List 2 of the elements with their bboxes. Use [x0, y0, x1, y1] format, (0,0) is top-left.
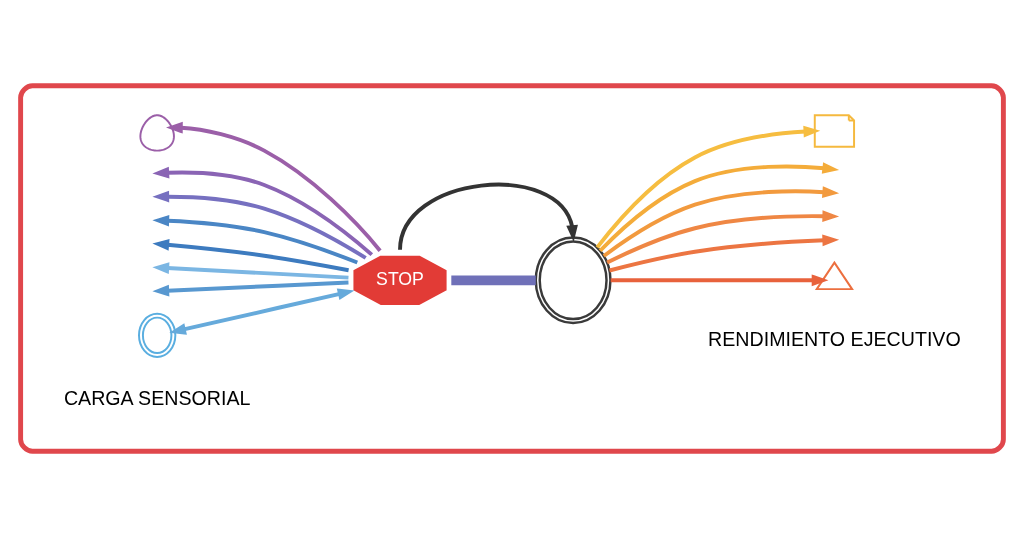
label: RENDIMIENTO EJECUTIVO: [708, 327, 961, 350]
label: CARGA SENSORIAL: [63, 386, 251, 409]
